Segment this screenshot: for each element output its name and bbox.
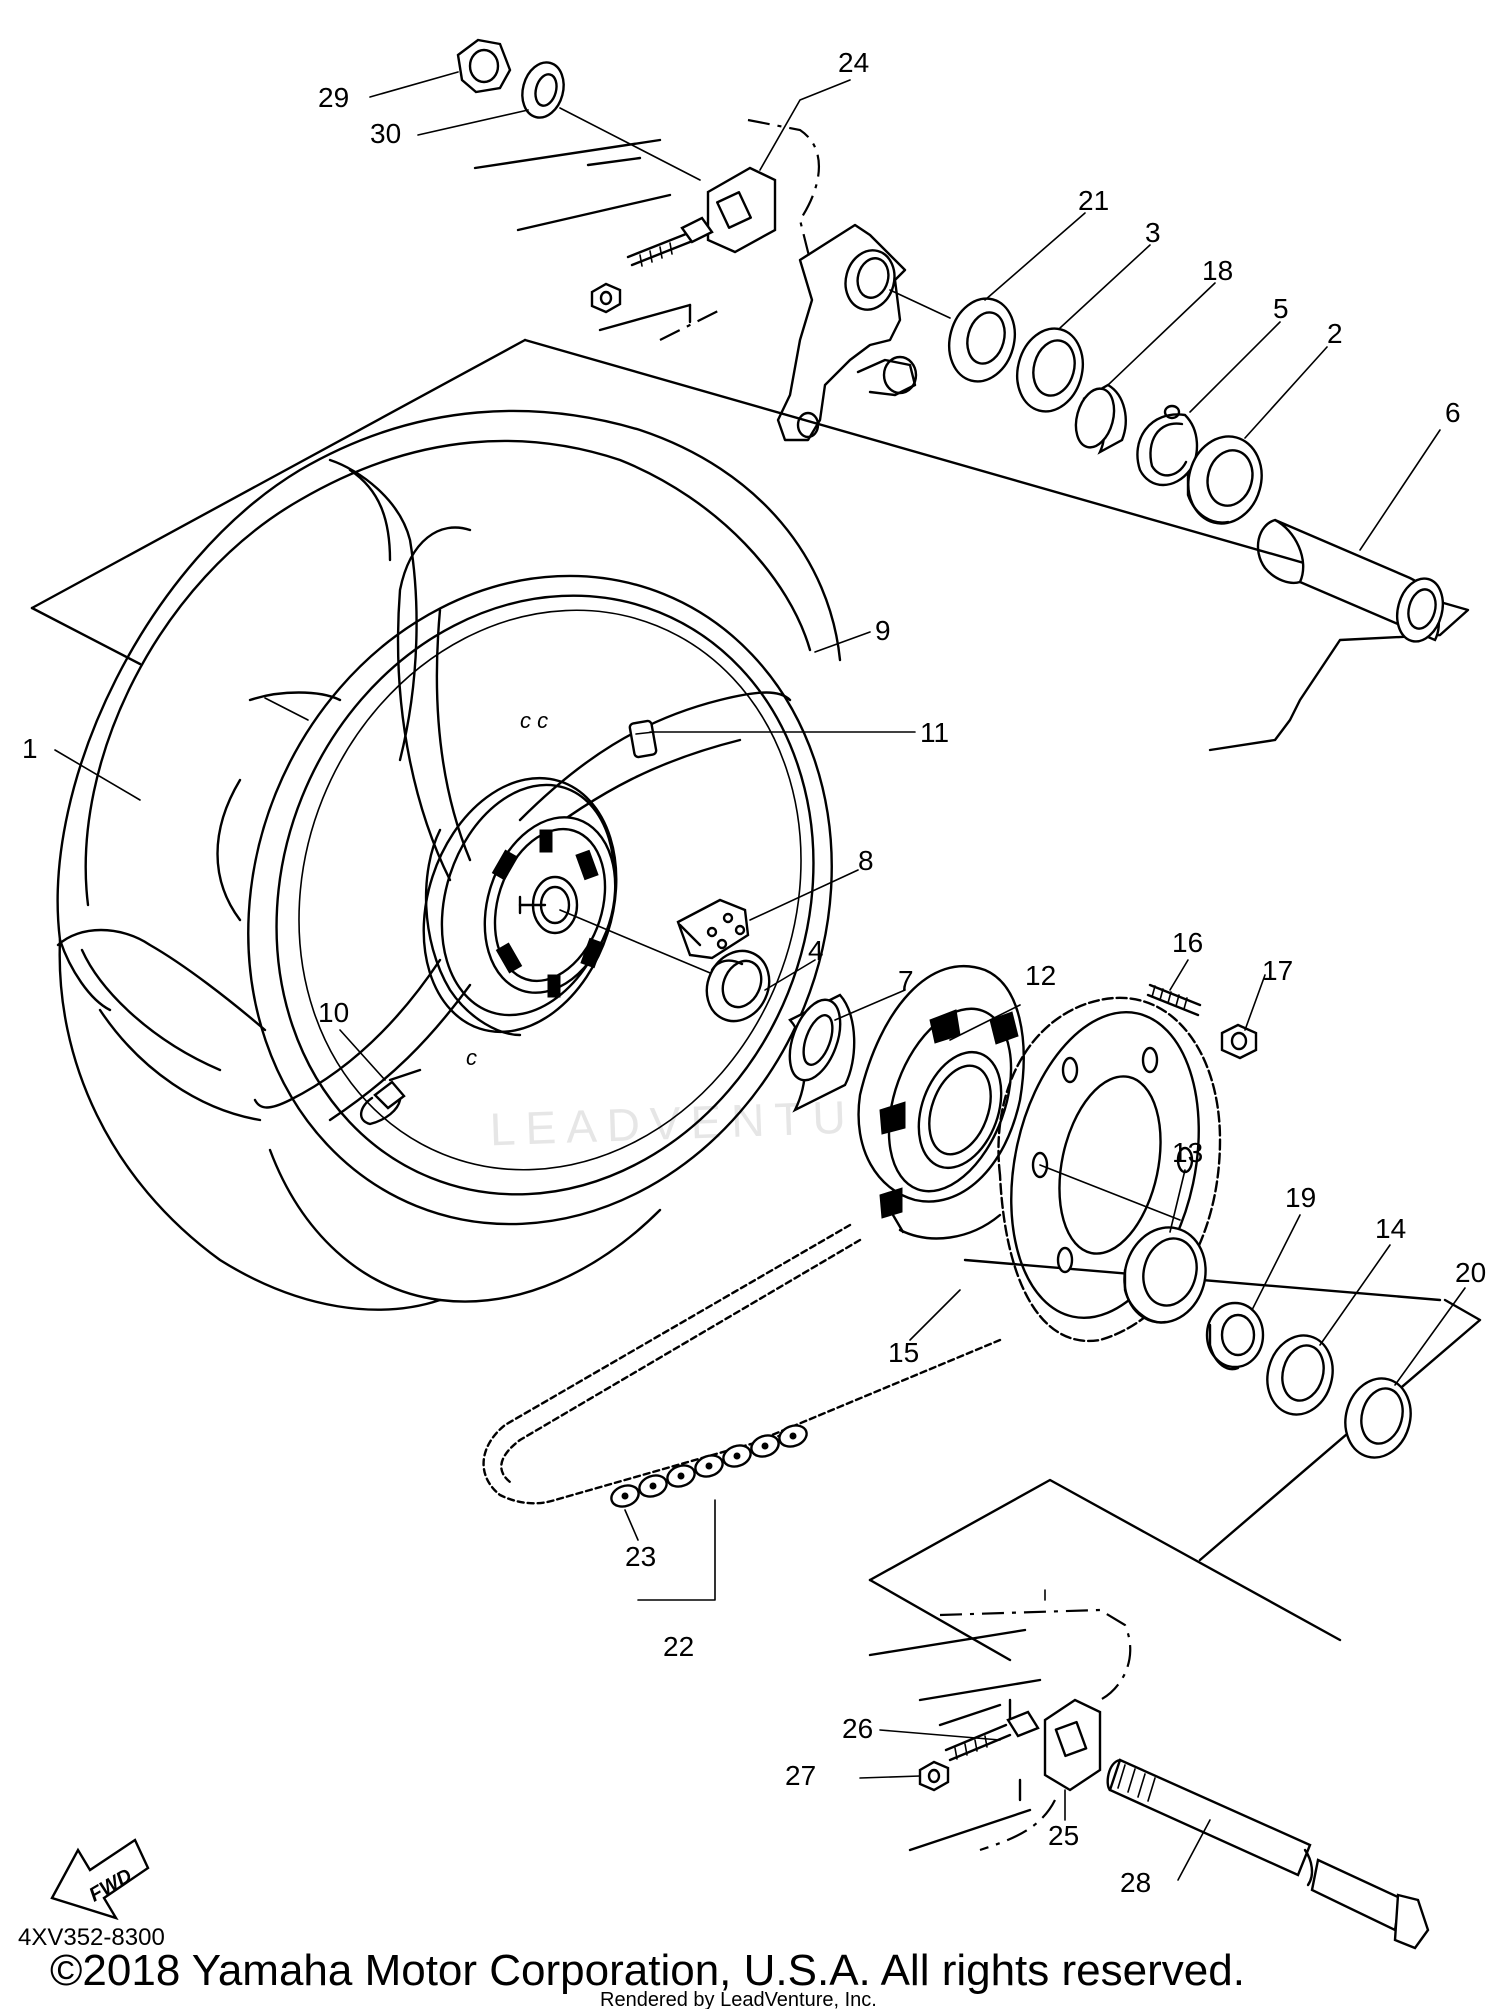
collar-7 <box>788 993 856 1113</box>
callout-19: 19 <box>1285 1182 1316 1213</box>
callout-1: 1 <box>22 733 38 764</box>
callout-24: 24 <box>838 47 869 78</box>
callout-29: 29 <box>318 82 349 113</box>
callout-22: 22 <box>663 1631 694 1662</box>
callout-3: 3 <box>1145 217 1161 248</box>
spacer-tube <box>1256 518 1445 643</box>
callout-16: 16 <box>1172 927 1203 958</box>
cast-mark: c c <box>520 708 548 733</box>
caliper-bracket <box>776 223 918 442</box>
callout-18: 18 <box>1202 255 1233 286</box>
damper-bracket <box>676 898 750 960</box>
collar-19 <box>1205 1301 1265 1371</box>
chain-adjuster-lower <box>868 1608 1132 1852</box>
clutch-hub <box>857 964 1025 1240</box>
callout-9: 9 <box>875 615 891 646</box>
stud-bolt <box>1146 983 1202 1017</box>
sprocket-nut <box>1220 1023 1258 1060</box>
oil-seal-21 <box>889 289 1016 383</box>
sprocket <box>997 996 1222 1343</box>
fwd-arrow-icon: FWD <box>50 1838 150 1921</box>
callout-7: 7 <box>898 965 914 996</box>
callout-15: 15 <box>888 1337 919 1368</box>
rear-wheel: c c c <box>56 409 842 1311</box>
axle-nut <box>456 38 512 94</box>
callout-6: 6 <box>1445 397 1461 428</box>
adjust-bolt-upper <box>626 216 714 267</box>
callout-8: 8 <box>858 845 874 876</box>
callout-23: 23 <box>625 1541 656 1572</box>
adjust-nut-upper <box>590 282 622 314</box>
upper-plane-lines <box>473 138 692 332</box>
callout-30: 30 <box>370 118 401 149</box>
valve-stem <box>360 1068 422 1126</box>
circlip <box>1136 404 1199 487</box>
balance-weight <box>628 719 658 759</box>
bearing-4 <box>705 949 771 1023</box>
callout-5: 5 <box>1273 293 1289 324</box>
callout-12: 12 <box>1025 960 1056 991</box>
rear-axle <box>1106 1758 1430 1950</box>
bearing-13 <box>1123 1226 1207 1324</box>
callout-25: 25 <box>1048 1820 1079 1851</box>
lower-axle-plane <box>868 1478 1342 1662</box>
drive-chain <box>482 1223 1002 1508</box>
callout-27: 27 <box>785 1760 816 1791</box>
callout-10: 10 <box>318 997 349 1028</box>
washer <box>521 61 701 181</box>
bearing-3 <box>1016 327 1084 413</box>
callout-13: 13 <box>1172 1137 1203 1168</box>
callouts: 29 30 24 21 3 18 5 2 6 9 11 1 8 4 7 12 1… <box>22 47 1486 1898</box>
chain-adjuster-upper <box>659 118 821 341</box>
callout-26: 26 <box>842 1713 873 1744</box>
oil-seal-14 <box>1266 1334 1334 1416</box>
collar-18 <box>1074 383 1127 455</box>
callout-11: 11 <box>920 717 949 748</box>
callout-28: 28 <box>1120 1867 1151 1898</box>
oil-seal-20 <box>1344 1377 1412 1459</box>
leader-lines <box>54 71 1466 1881</box>
part-code: 4XV352-8300 <box>18 1924 165 1951</box>
rendered-by: Rendered by LeadVenture, Inc. <box>600 1989 877 2009</box>
copyright-notice: ©2018 Yamaha Motor Corporation, U.S.A. A… <box>50 1946 1245 1995</box>
callout-14: 14 <box>1375 1213 1406 1244</box>
callout-4: 4 <box>808 935 824 966</box>
callout-17: 17 <box>1262 955 1293 986</box>
callout-2: 2 <box>1327 318 1343 349</box>
bearing-2 <box>1186 435 1263 525</box>
callout-21: 21 <box>1078 185 1109 216</box>
cast-mark: c <box>466 1045 477 1070</box>
callout-20: 20 <box>1455 1257 1486 1288</box>
adjust-nut-lower <box>918 1760 950 1792</box>
